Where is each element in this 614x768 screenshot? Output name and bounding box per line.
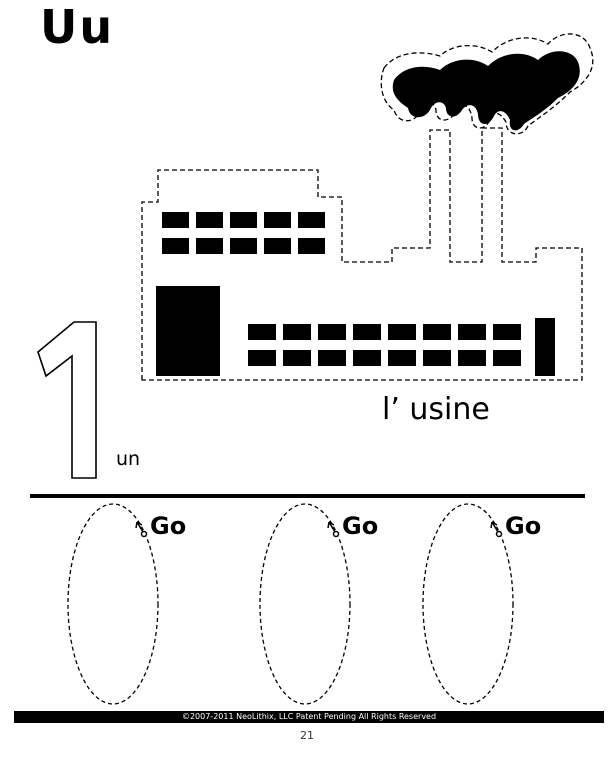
go-label-2: Go [342, 512, 379, 540]
trace-oval-3 [422, 503, 514, 705]
copyright-footer: ©2007-2011 NeoLithix, LLC Patent Pending… [14, 711, 604, 723]
go-label-3: Go [505, 512, 542, 540]
start-arrows [135, 521, 503, 538]
door-icon [156, 286, 220, 376]
upper-windows [162, 212, 325, 254]
trace-oval-1 [67, 503, 159, 705]
trace-oval-2 [259, 503, 351, 705]
numeral-one-outline [37, 321, 97, 479]
factory-outline [141, 127, 583, 381]
page-letter: Uu [40, 0, 115, 54]
side-door-icon [535, 318, 555, 376]
start-arrow-icon [327, 521, 340, 538]
go-label-1: Go [150, 512, 187, 540]
lower-windows [248, 324, 521, 366]
start-arrow-icon [490, 521, 503, 538]
tracing-ovals [67, 503, 514, 705]
smoke-icon [380, 33, 594, 135]
page-number: 21 [300, 729, 314, 742]
factory-icon [141, 127, 583, 381]
number-word: un [116, 448, 141, 470]
vocabulary-word: l’ usine [382, 392, 490, 427]
divider-line [30, 494, 585, 498]
smoke-fill [392, 51, 580, 131]
start-arrow-icon [135, 521, 148, 538]
